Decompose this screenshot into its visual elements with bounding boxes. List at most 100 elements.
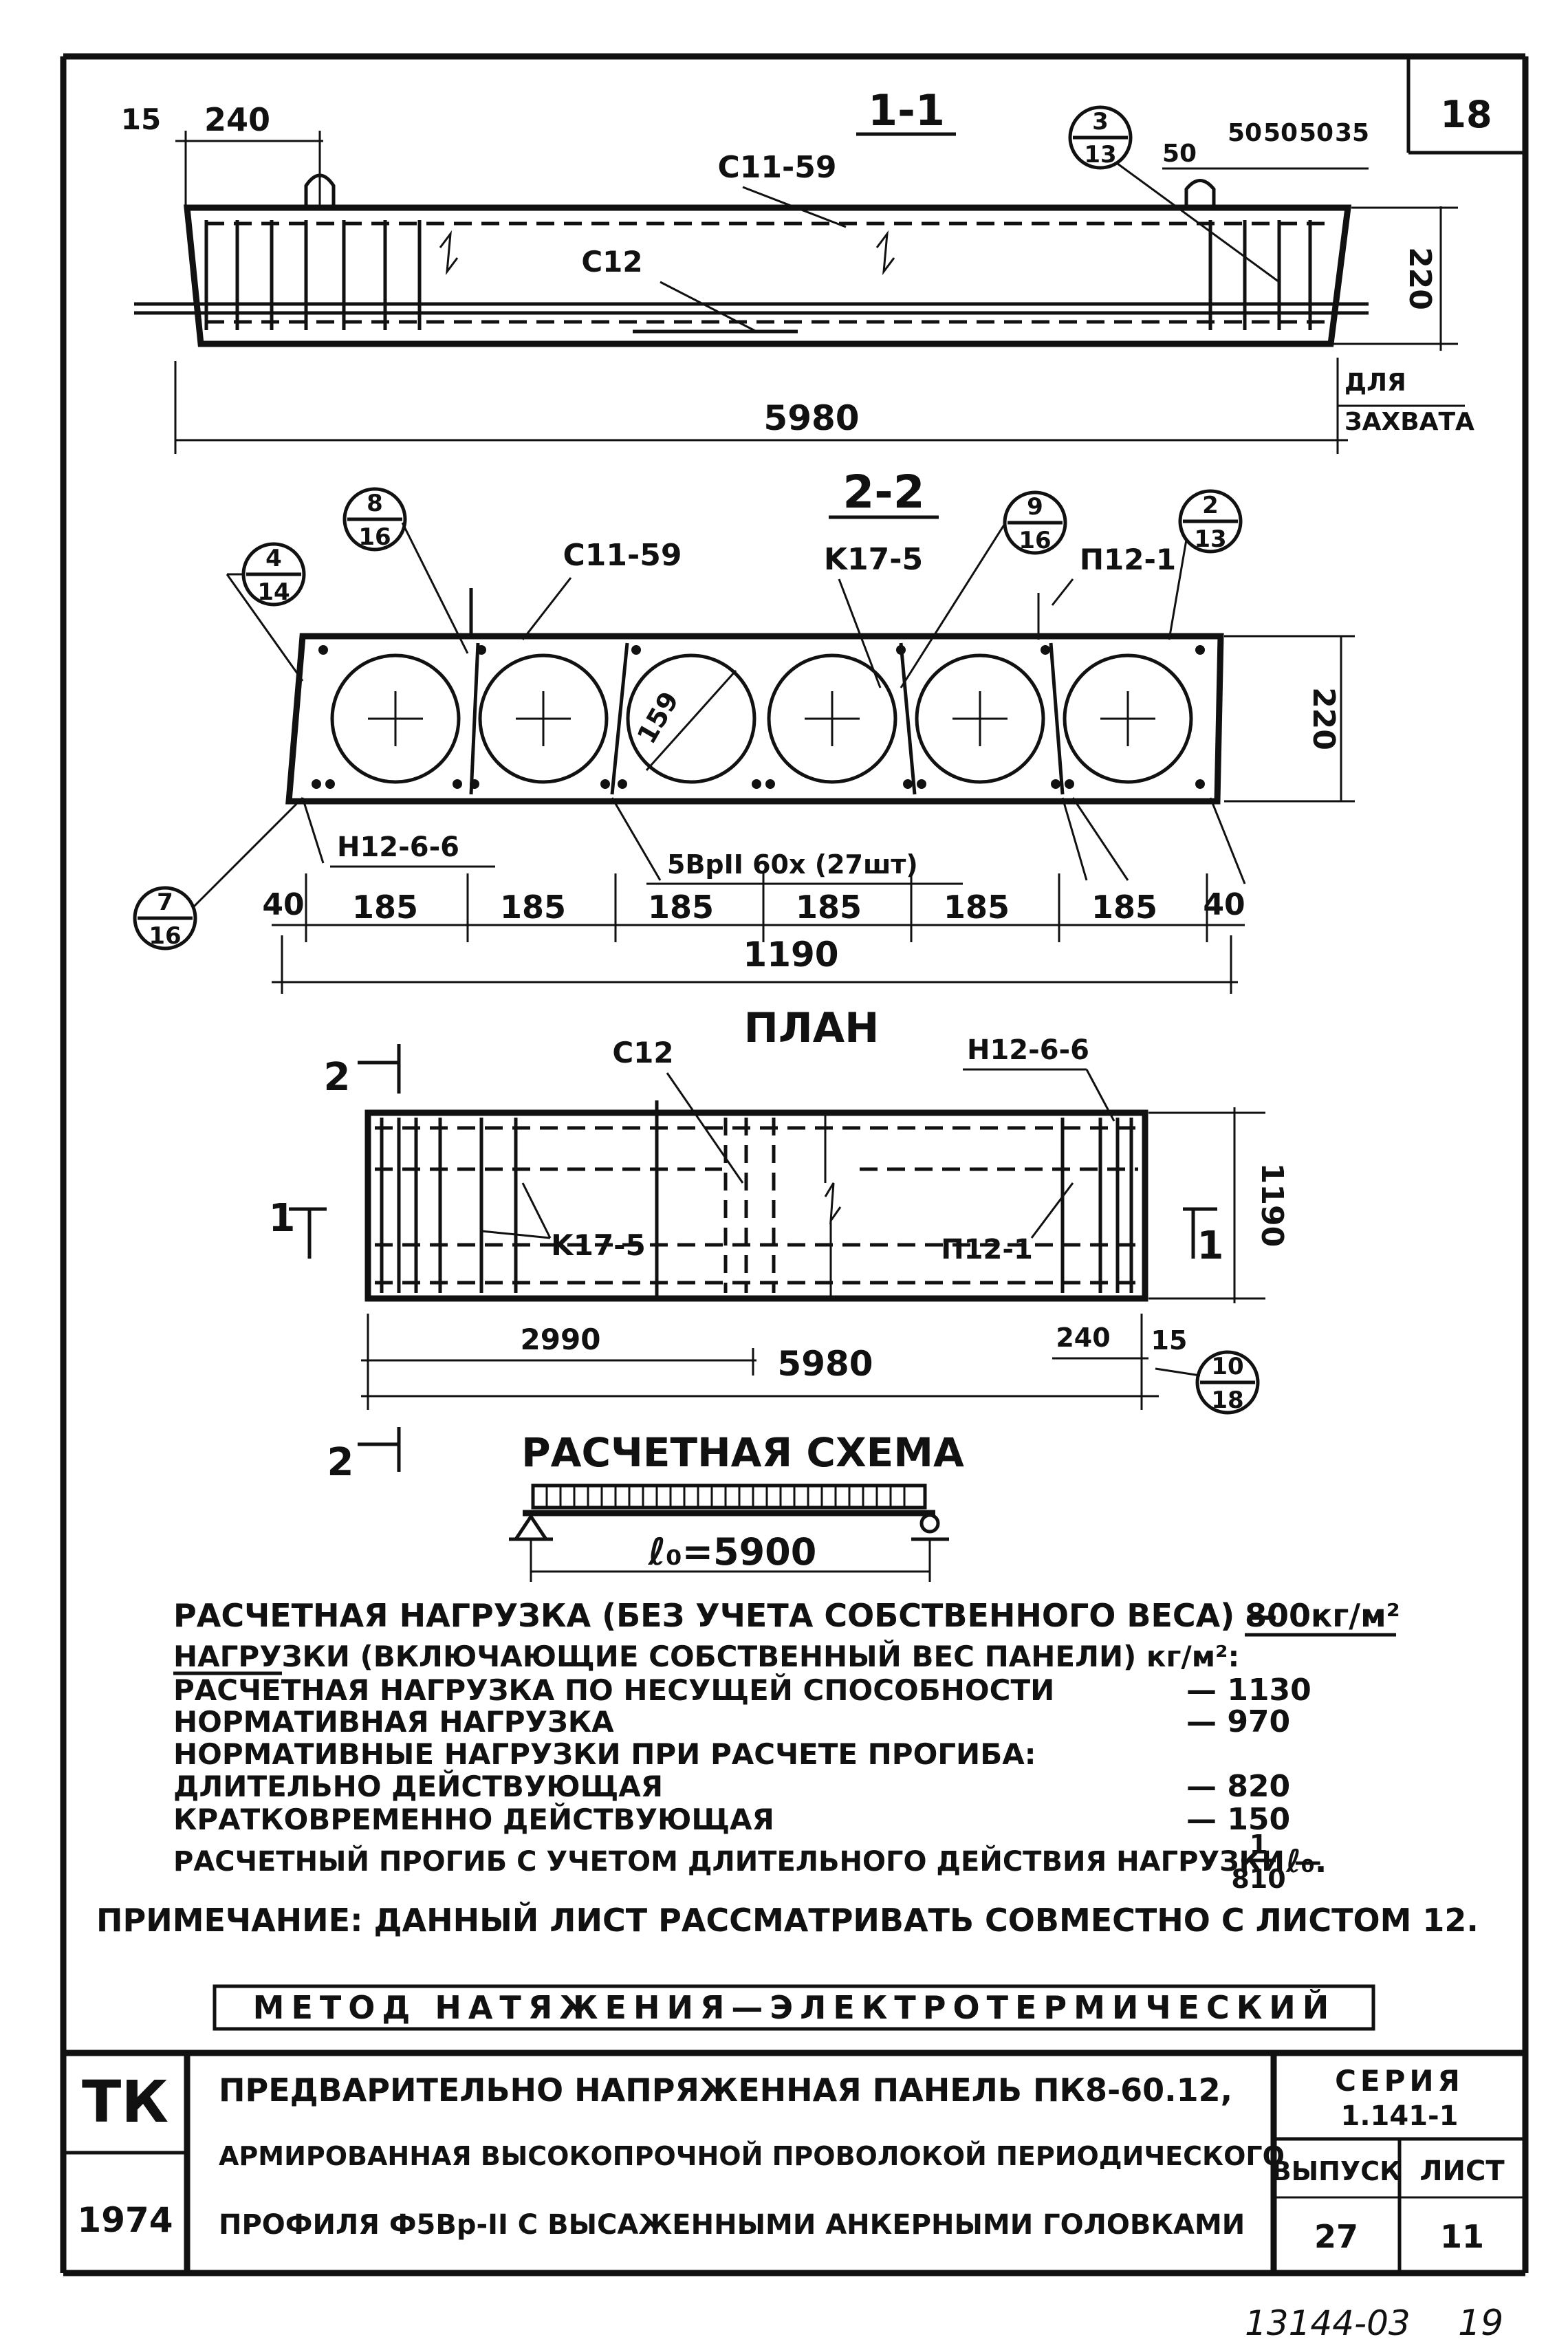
series-value: 1.141-1	[1341, 2100, 1459, 2132]
load-row-5-value: — 150	[1186, 1802, 1290, 1837]
dim-50-d: 50	[1299, 119, 1333, 147]
dim-50-b: 50	[1228, 119, 1262, 147]
page-number: 19	[1458, 2303, 1503, 2344]
svg-text:8: 8	[367, 490, 383, 517]
label-p12-1: П12-1	[1080, 543, 1176, 576]
callout-10-18: 10 18	[1155, 1350, 1260, 1415]
title-block: ТК 1974 ПРЕДВАРИТЕЛЬНО НАПРЯЖЕННАЯ ПАНЕЛ…	[63, 2050, 1525, 2273]
plan-width-1190: 1190	[1254, 1163, 1289, 1247]
label-c11-59: C11-59	[717, 150, 836, 185]
load-row-2-label: НОРМАТИВНАЯ НАГРУЗКА	[173, 1705, 614, 1739]
archive-number: 13144-03	[1245, 2303, 1411, 2343]
series-label: СЕРИЯ	[1335, 2064, 1464, 2098]
plan-dim-5980: 5980	[777, 1344, 873, 1384]
sheet-value: 11	[1440, 2218, 1484, 2255]
plan-label-h12-6-6: H12-6-6	[967, 1034, 1089, 1066]
sheet-label: ЛИСТ	[1419, 2155, 1505, 2187]
callout-2-13: 2 13	[1168, 489, 1243, 640]
load-row-2-value: — 970	[1186, 1704, 1290, 1739]
dim-40-left: 40	[262, 887, 304, 922]
dim-50-c: 50	[1263, 119, 1298, 147]
hole-diameter-159: 159	[631, 686, 685, 749]
load-row-3-label: НОРМАТИВНЫЕ НАГРУЗКИ ПРИ РАСЧЕТЕ ПРОГИБА…	[173, 1737, 1036, 1771]
svg-text:7: 7	[157, 889, 173, 916]
svg-text:18: 18	[1211, 1387, 1243, 1414]
design-load-value: 800кг/м²	[1245, 1597, 1400, 1634]
span-l0: ℓ₀=5900	[648, 1530, 817, 1574]
section-2-2: 2-2 8 16 4 14 9 16 2 13	[133, 466, 1355, 994]
issue-value: 27	[1314, 2218, 1358, 2255]
cut-mark-1-right: 1	[1197, 1224, 1224, 1268]
cut-mark-2-bottom: 2	[327, 1440, 354, 1485]
dim-185-6: 185	[1091, 889, 1157, 926]
label-h12-6-6: H12-6-6	[337, 831, 459, 863]
dim-50-a: 50	[1162, 140, 1197, 168]
callout-3-13: 3 13	[1068, 105, 1280, 283]
load-row-1-value: — 1130	[1186, 1673, 1311, 1708]
label-c12: C12	[581, 245, 642, 279]
svg-text:9: 9	[1027, 493, 1043, 521]
label-k17-5: K17-5	[824, 542, 923, 577]
load-row-4-label: ДЛИТЕЛЬНО ДЕЙСТВУЮЩАЯ	[173, 1769, 663, 1803]
org-mark: ТК	[82, 2068, 168, 2135]
sheet-corner-number: 18	[1440, 93, 1492, 136]
length-5980: 5980	[763, 398, 859, 438]
svg-text:10: 10	[1211, 1353, 1243, 1380]
label-c11-59-b: C11-59	[563, 538, 682, 573]
deflection-label: РАСЧЕТНЫЙ ПРОГИБ С УЧЕТОМ ДЛИТЕЛЬНОГО ДЕ…	[173, 1845, 1322, 1878]
svg-text:3: 3	[1092, 108, 1109, 135]
dim-35: 35	[1335, 119, 1369, 147]
note: ПРИМЕЧАНИЕ: ДАННЫЙ ЛИСТ РАССМАТРИВАТЬ СО…	[96, 1902, 1479, 1939]
deflection-suffix: ℓ₀.	[1285, 1842, 1327, 1880]
load-row-4-value: — 820	[1186, 1769, 1290, 1804]
dim-40-right: 40	[1203, 887, 1245, 922]
callout-4-14: 4 14	[226, 542, 306, 682]
plan-view: ПЛАН 2 1 1 2 C12	[269, 1004, 1289, 1485]
dim-240: 240	[204, 101, 270, 138]
method-text: МЕТОД НАТЯЖЕНИЯ—ЭЛЕКТРОТЕРМИЧЕСКИЙ	[253, 1989, 1336, 2026]
label-5bp-wires: 5BpII 60x (27шт)	[667, 849, 918, 880]
sheet-frame	[60, 53, 1529, 2276]
design-scheme-title: РАСЧЕТНАЯ СХЕМА	[521, 1429, 964, 1476]
section-1-1-title: 1-1	[868, 85, 945, 135]
dim-185-4: 185	[796, 889, 862, 926]
svg-text:16: 16	[1019, 527, 1051, 554]
loads-heading: НАГРУЗКИ (ВКЛЮЧАЮЩИЕ СОБСТВЕННЫЙ ВЕС ПАН…	[173, 1639, 1239, 1673]
dim-15: 15	[121, 102, 161, 136]
svg-text:16: 16	[358, 523, 391, 551]
cut-mark-2-top: 2	[324, 1055, 351, 1100]
svg-text:16: 16	[149, 922, 181, 950]
plan-dim-15: 15	[1151, 1325, 1188, 1356]
cut-mark-1-left: 1	[269, 1196, 296, 1241]
year: 1974	[77, 2200, 173, 2240]
plan-dim-240: 240	[1056, 1323, 1110, 1353]
svg-text:13: 13	[1084, 141, 1116, 169]
svg-text:13: 13	[1194, 525, 1226, 553]
dim-185-2: 185	[500, 889, 566, 926]
load-row-1-label: РАСЧЕТНАЯ НАГРУЗКА ПО НЕСУЩЕЙ СПОСОБНОСТ…	[173, 1673, 1054, 1707]
deflection-num: 1	[1250, 1829, 1267, 1860]
loads-block: РАСЧЕТНАЯ НАГРУЗКА (БЕЗ УЧЕТА СОБСТВЕННО…	[96, 1597, 1479, 1939]
plan-label-k17-5: K17-5	[551, 1228, 646, 1262]
dim-185-1: 185	[352, 889, 418, 926]
load-row-5-label: КРАТКОВРЕМЕННО ДЕЙСТВУЮЩАЯ	[173, 1802, 774, 1836]
dim-185-3: 185	[648, 889, 714, 926]
design-load-label: РАСЧЕТНАЯ НАГРУЗКА (БЕЗ УЧЕТА СОБСТВЕННО…	[173, 1597, 1277, 1634]
svg-text:14: 14	[257, 578, 290, 606]
title-line-2: АРМИРОВАННАЯ ВЫСОКОПРОЧНОЙ ПРОВОЛОКОЙ ПЕ…	[219, 2141, 1285, 2171]
section-1-1: 1-1 15 240 50 50 50 50 35 3 13	[121, 85, 1474, 454]
grip-note-2: ЗАХВАТА	[1344, 408, 1474, 436]
deflection-den: 810	[1231, 1864, 1285, 1894]
grip-note-1: ДЛЯ	[1344, 369, 1406, 397]
plan-dim-2990: 2990	[521, 1323, 601, 1356]
svg-text:2: 2	[1202, 492, 1219, 519]
callout-9-16: 9 16	[900, 490, 1067, 688]
callout-7-16: 7 16	[133, 796, 304, 950]
method-box	[213, 1984, 1375, 2031]
svg-text:4: 4	[265, 545, 282, 572]
height-220-b: 220	[1306, 687, 1341, 750]
section-2-2-title: 2-2	[842, 466, 924, 519]
void-holes: 159	[330, 653, 1193, 784]
height-220: 220	[1402, 247, 1437, 310]
